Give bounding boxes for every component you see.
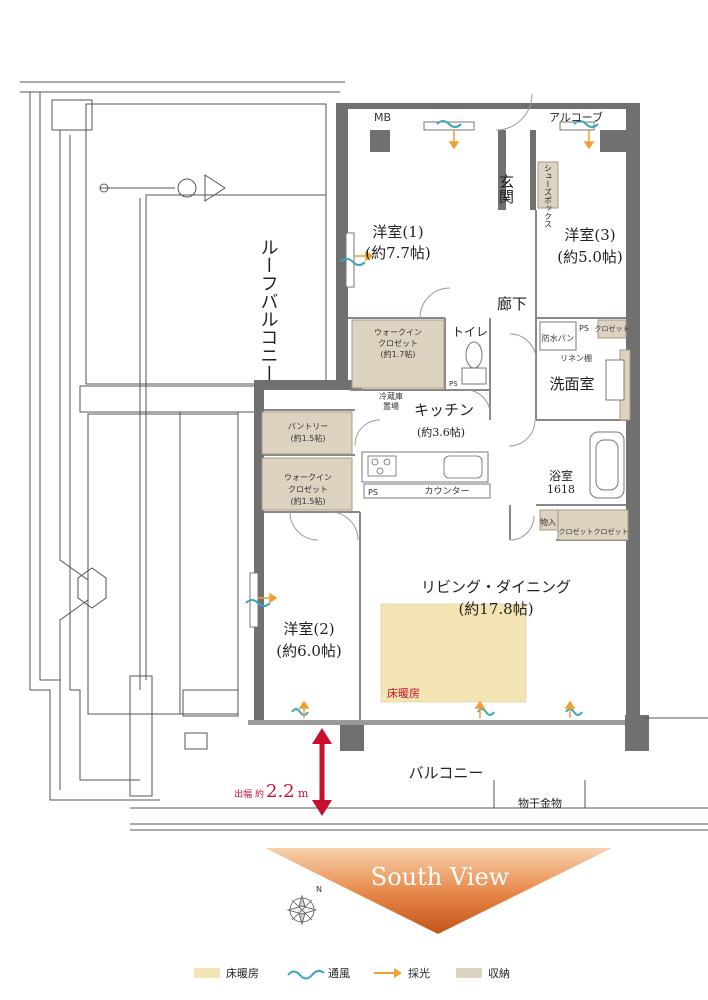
depth-prefix: 出幅 約 bbox=[234, 788, 264, 800]
storage-label: 物入 bbox=[540, 517, 556, 527]
pantry-label-2: (約1.5帖) bbox=[291, 433, 326, 443]
legend-storage-label: 収納 bbox=[488, 967, 510, 980]
legend-storage-swatch bbox=[456, 968, 482, 978]
room3-size: (約5.0帖) bbox=[557, 248, 623, 266]
pantry-label-1: パントリー bbox=[288, 422, 328, 431]
bathtub-fixture bbox=[589, 431, 625, 499]
legend-ventilation-label: 通風 bbox=[328, 967, 350, 980]
roof-balcony-label: ルーフバルコニー bbox=[258, 238, 279, 382]
toilet-fixture bbox=[461, 341, 487, 385]
legend-daylight-icon bbox=[374, 968, 402, 978]
bath-name: 浴室 bbox=[549, 468, 573, 483]
compass-north-label: N bbox=[316, 885, 322, 894]
south-view-label: South View bbox=[371, 863, 510, 891]
hallway-label: 廊下 bbox=[497, 295, 527, 313]
storage-areas bbox=[261, 161, 631, 541]
toilet-label: トイレ bbox=[452, 325, 488, 339]
drying-rack-label: 物干金物 bbox=[518, 796, 562, 810]
entrance-label: 玄関 bbox=[497, 174, 515, 205]
washing-pan bbox=[539, 321, 577, 351]
shoe-box-label: シューズボックス bbox=[544, 164, 553, 228]
kitchen-counter bbox=[361, 451, 491, 499]
depth-value: 2.2 bbox=[266, 781, 295, 802]
legend-ventilation-icon bbox=[287, 969, 325, 980]
fridge-label-2: 置場 bbox=[383, 401, 399, 411]
legend-floor-heating-swatch bbox=[194, 968, 220, 978]
legend: 床暖房 通風 採光 収納 bbox=[194, 966, 510, 980]
ps-label-toilet: PS bbox=[449, 380, 458, 388]
room2-size: (約6.0帖) bbox=[276, 642, 342, 660]
balcony-area bbox=[130, 717, 708, 831]
closet-label-bath-2: クロゼット bbox=[594, 527, 629, 536]
ps-label-pantry: PS bbox=[368, 488, 378, 497]
washroom-label: 洗面室 bbox=[549, 375, 594, 393]
balcony-depth-arrow bbox=[312, 728, 332, 816]
kitchen-name: キッチン bbox=[414, 401, 474, 419]
floor-heating-label: 床暖房 bbox=[387, 686, 420, 700]
room1-name: 洋室(1) bbox=[372, 223, 423, 241]
wic1-line3: (約1.7帖) bbox=[381, 349, 416, 359]
compass-icon bbox=[286, 894, 318, 926]
bath-size: 1618 bbox=[547, 483, 575, 496]
partitions bbox=[264, 210, 626, 720]
wic1-line1: ウォークイン bbox=[374, 328, 422, 337]
closet-label-bedroom3: クロゼット bbox=[595, 324, 630, 333]
living-size: (約17.8帖) bbox=[458, 600, 533, 618]
airflow-markers bbox=[245, 120, 599, 716]
roof-balcony-structure bbox=[20, 81, 345, 801]
legend-daylight-label: 採光 bbox=[408, 966, 430, 980]
wic1-line2: クロゼット bbox=[378, 338, 418, 348]
closet-label-bath-1: クロゼット bbox=[559, 527, 594, 536]
wic2-line1: ウォークイン bbox=[284, 473, 332, 482]
mb-label: MB bbox=[374, 111, 391, 124]
daylight-markers bbox=[258, 130, 595, 718]
room2-name: 洋室(2) bbox=[283, 620, 334, 638]
kitchen-size: (約3.6帖) bbox=[417, 425, 465, 439]
wic2-line2: クロゼット bbox=[288, 484, 328, 494]
south-view-banner bbox=[265, 848, 612, 934]
linen-shelf-label: リネン棚 bbox=[560, 353, 592, 363]
walls bbox=[248, 103, 649, 751]
legend-floor-heating-label: 床暖房 bbox=[226, 966, 259, 980]
depth-unit: m bbox=[298, 787, 309, 800]
alcove-label: アルコーブ bbox=[549, 110, 603, 124]
waterproof-pan-label: 防水パン bbox=[542, 333, 574, 343]
living-name: リビング・ダイニング bbox=[421, 578, 571, 596]
wic2-line3: (約1.5帖) bbox=[291, 496, 326, 506]
ps-label-bedroom3: PS bbox=[579, 324, 589, 333]
floor-heating-zone bbox=[380, 603, 527, 703]
washbasin-fixture bbox=[605, 359, 625, 401]
counter-label: カウンター bbox=[424, 486, 469, 497]
balcony-label: バルコニー bbox=[409, 764, 484, 782]
door-swings bbox=[289, 93, 537, 541]
room3-name: 洋室(3) bbox=[564, 226, 615, 244]
room1-size: (約7.7帖) bbox=[365, 244, 431, 262]
fridge-label-1: 冷蔵庫 bbox=[379, 391, 403, 401]
